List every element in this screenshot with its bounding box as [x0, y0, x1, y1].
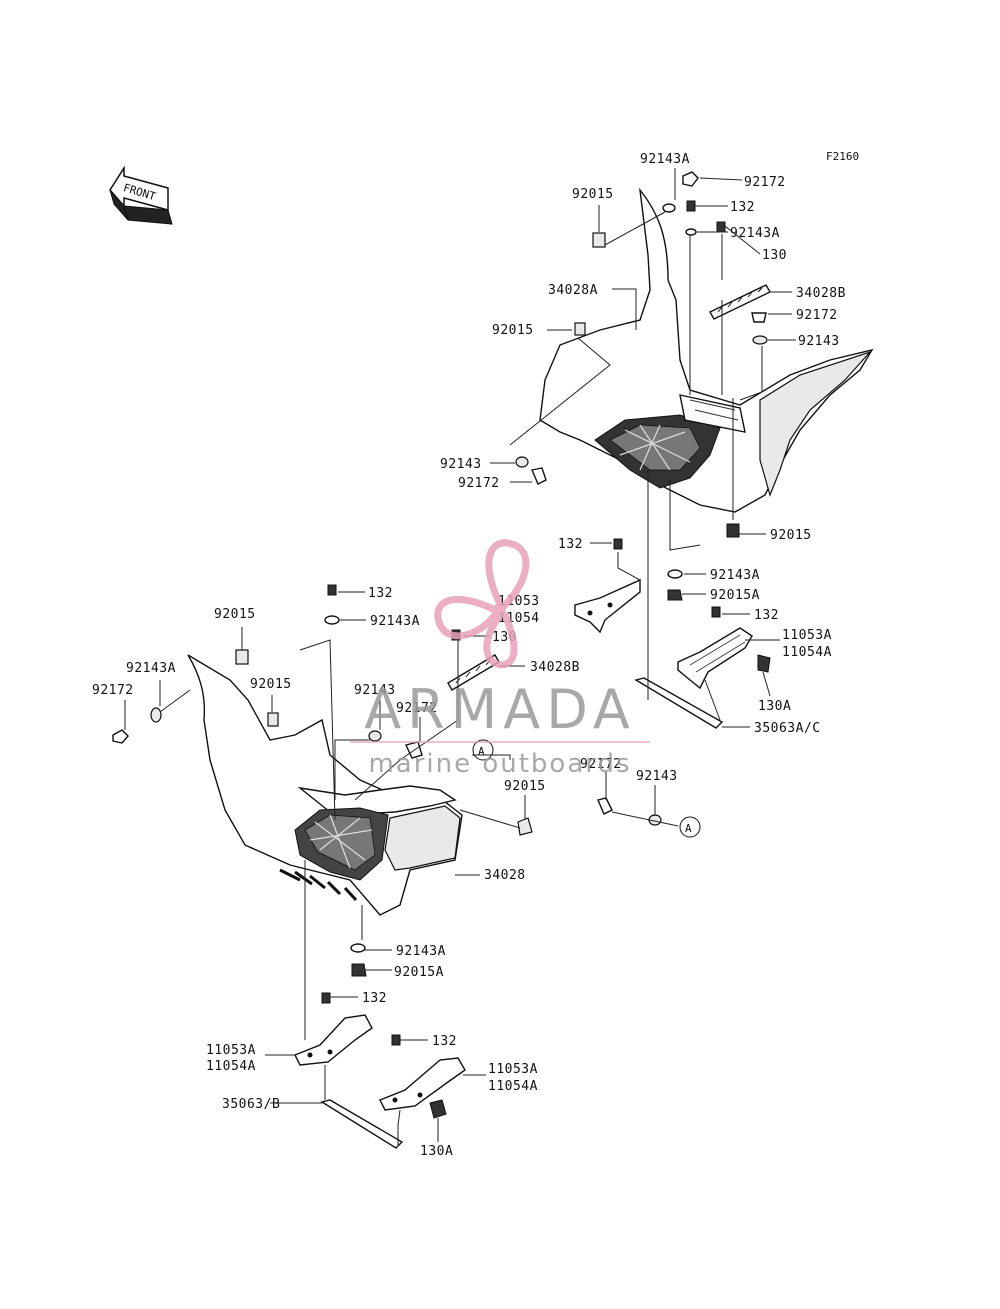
label-92172: 92172	[744, 175, 786, 190]
front-arrow-icon: FRONT	[109, 165, 173, 225]
callout-a-right: A	[679, 816, 701, 838]
label-132: 132	[558, 537, 583, 552]
label-92015: 92015	[504, 779, 546, 794]
strap-35063B	[320, 1099, 404, 1149]
step-bracket-11053	[574, 578, 641, 634]
label-92143A: 92143A	[640, 152, 690, 167]
label-34028B: 34028B	[530, 660, 580, 675]
step-bracket-11053A-right	[677, 627, 753, 690]
figure-code: F2160	[826, 150, 859, 163]
label-132: 132	[432, 1034, 457, 1049]
lower-left-floorboard-assembly	[187, 654, 463, 916]
label-11053A: 11053A	[488, 1062, 538, 1077]
label-92172: 92172	[396, 701, 438, 716]
label-130A: 130A	[758, 699, 791, 714]
label-34028B: 34028B	[796, 286, 846, 301]
propeller-logo-icon	[434, 539, 530, 669]
label-92143A: 92143A	[126, 661, 176, 676]
label-34028A: 34028A	[548, 283, 598, 298]
label-130A: 130A	[420, 1144, 453, 1159]
label-92143: 92143	[440, 457, 482, 472]
watermark-tagline: marine outboards	[368, 749, 631, 779]
label-132: 132	[368, 586, 393, 601]
leader-lines	[124, 168, 796, 1145]
label-92143: 92143	[798, 334, 840, 349]
label-92015: 92015	[250, 677, 292, 692]
label-11053A: 11053A	[782, 628, 832, 643]
label-92172: 92172	[796, 308, 838, 323]
watermark-brand: ARMADA	[364, 678, 636, 741]
label-132: 132	[754, 608, 779, 623]
label-11054A: 11054A	[488, 1079, 538, 1094]
label-11054A: 11054A	[206, 1059, 256, 1074]
label-92143: 92143	[636, 769, 678, 784]
label-92143A: 92143A	[370, 614, 420, 629]
strap-35063AC	[634, 677, 724, 729]
label-11053A: 11053A	[206, 1043, 256, 1058]
label-132: 132	[730, 200, 755, 215]
label-92015A: 92015A	[710, 588, 760, 603]
part-labels-lower: 132 92143A 92015 130 34028B 92143A 92015…	[92, 586, 678, 1159]
label-92015: 92015	[492, 323, 534, 338]
label-92143: 92143	[354, 683, 396, 698]
label-130: 130	[762, 248, 787, 263]
label-92143A: 92143A	[730, 226, 780, 241]
label-92015: 92015	[572, 187, 614, 202]
svg-text:A: A	[685, 822, 692, 835]
label-92015: 92015	[214, 607, 256, 622]
label-92172: 92172	[458, 476, 500, 491]
fasteners-upper	[515, 171, 771, 673]
label-92143A: 92143A	[396, 944, 446, 959]
armada-watermark: ARMADA marine outboards	[350, 539, 650, 779]
step-bracket-11053A-lower-2	[379, 1057, 466, 1111]
label-92143A: 92143A	[710, 568, 760, 583]
label-34028: 34028	[484, 868, 526, 883]
label-35063B: 35063/B	[222, 1097, 280, 1112]
label-11054A: 11054A	[782, 645, 832, 660]
label-92015A: 92015A	[394, 965, 444, 980]
svg-text:A: A	[478, 745, 485, 758]
upper-right-floorboard-assembly	[539, 187, 874, 513]
label-132: 132	[362, 991, 387, 1006]
label-35063AC: 35063A/C	[754, 721, 821, 736]
label-92172: 92172	[580, 757, 622, 772]
label-92015: 92015	[770, 528, 812, 543]
label-92172: 92172	[92, 683, 134, 698]
step-bracket-11053A-lower-1	[294, 1014, 373, 1066]
